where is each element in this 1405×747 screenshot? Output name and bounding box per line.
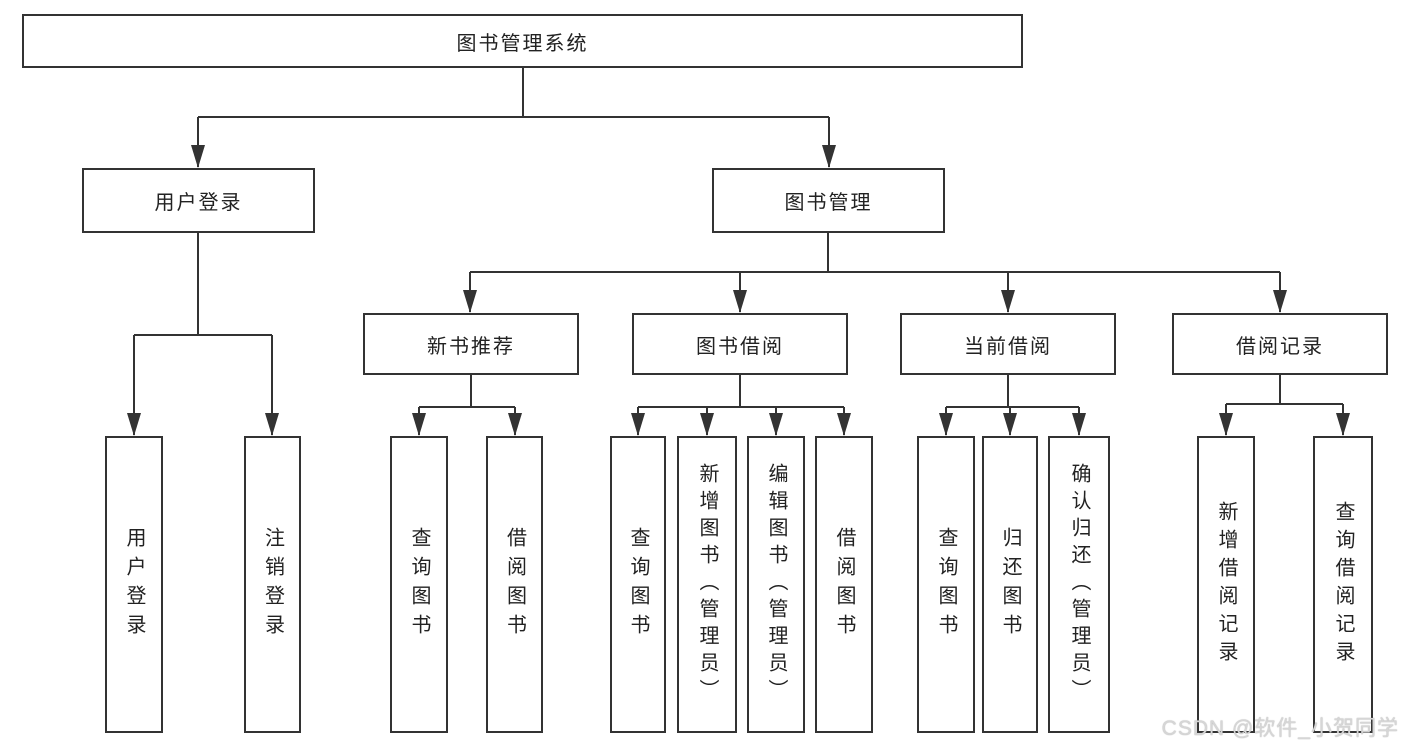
node-book-management: 图书管理 — [712, 168, 945, 233]
leaf-borrow-books-borrowing: 借阅图书 — [815, 436, 873, 733]
node-book-borrowing: 图书借阅 — [632, 313, 848, 375]
leaf-query-books-current: 查询图书 — [917, 436, 975, 733]
leaf-query-books-borrowing: 查询图书 — [610, 436, 666, 733]
leaf-return-books: 归还图书 — [982, 436, 1038, 733]
node-borrowing-records: 借阅记录 — [1172, 313, 1388, 375]
leaf-confirm-return-admin: 确认归还（管理员） — [1048, 436, 1110, 733]
csdn-watermark: CSDN @软件_小贺同学 — [1161, 717, 1399, 740]
leaf-borrow-books-recommend: 借阅图书 — [486, 436, 543, 733]
tree-branch-lines — [133, 68, 1344, 435]
leaf-query-books-recommend: 查询图书 — [390, 436, 448, 733]
leaf-logout: 注销登录 — [244, 436, 301, 733]
leaf-add-books-admin: 新增图书（管理员） — [677, 436, 737, 733]
node-library-system-root: 图书管理系统 — [22, 14, 1023, 68]
node-current-borrowing: 当前借阅 — [900, 313, 1116, 375]
leaf-user-login: 用户登录 — [105, 436, 163, 733]
node-user-login: 用户登录 — [82, 168, 315, 233]
leaf-query-borrow-record: 查询借阅记录 — [1313, 436, 1373, 733]
node-new-book-recommend: 新书推荐 — [363, 313, 579, 375]
leaf-edit-books-admin: 编辑图书（管理员） — [747, 436, 805, 733]
leaf-add-borrow-record: 新增借阅记录 — [1197, 436, 1255, 733]
